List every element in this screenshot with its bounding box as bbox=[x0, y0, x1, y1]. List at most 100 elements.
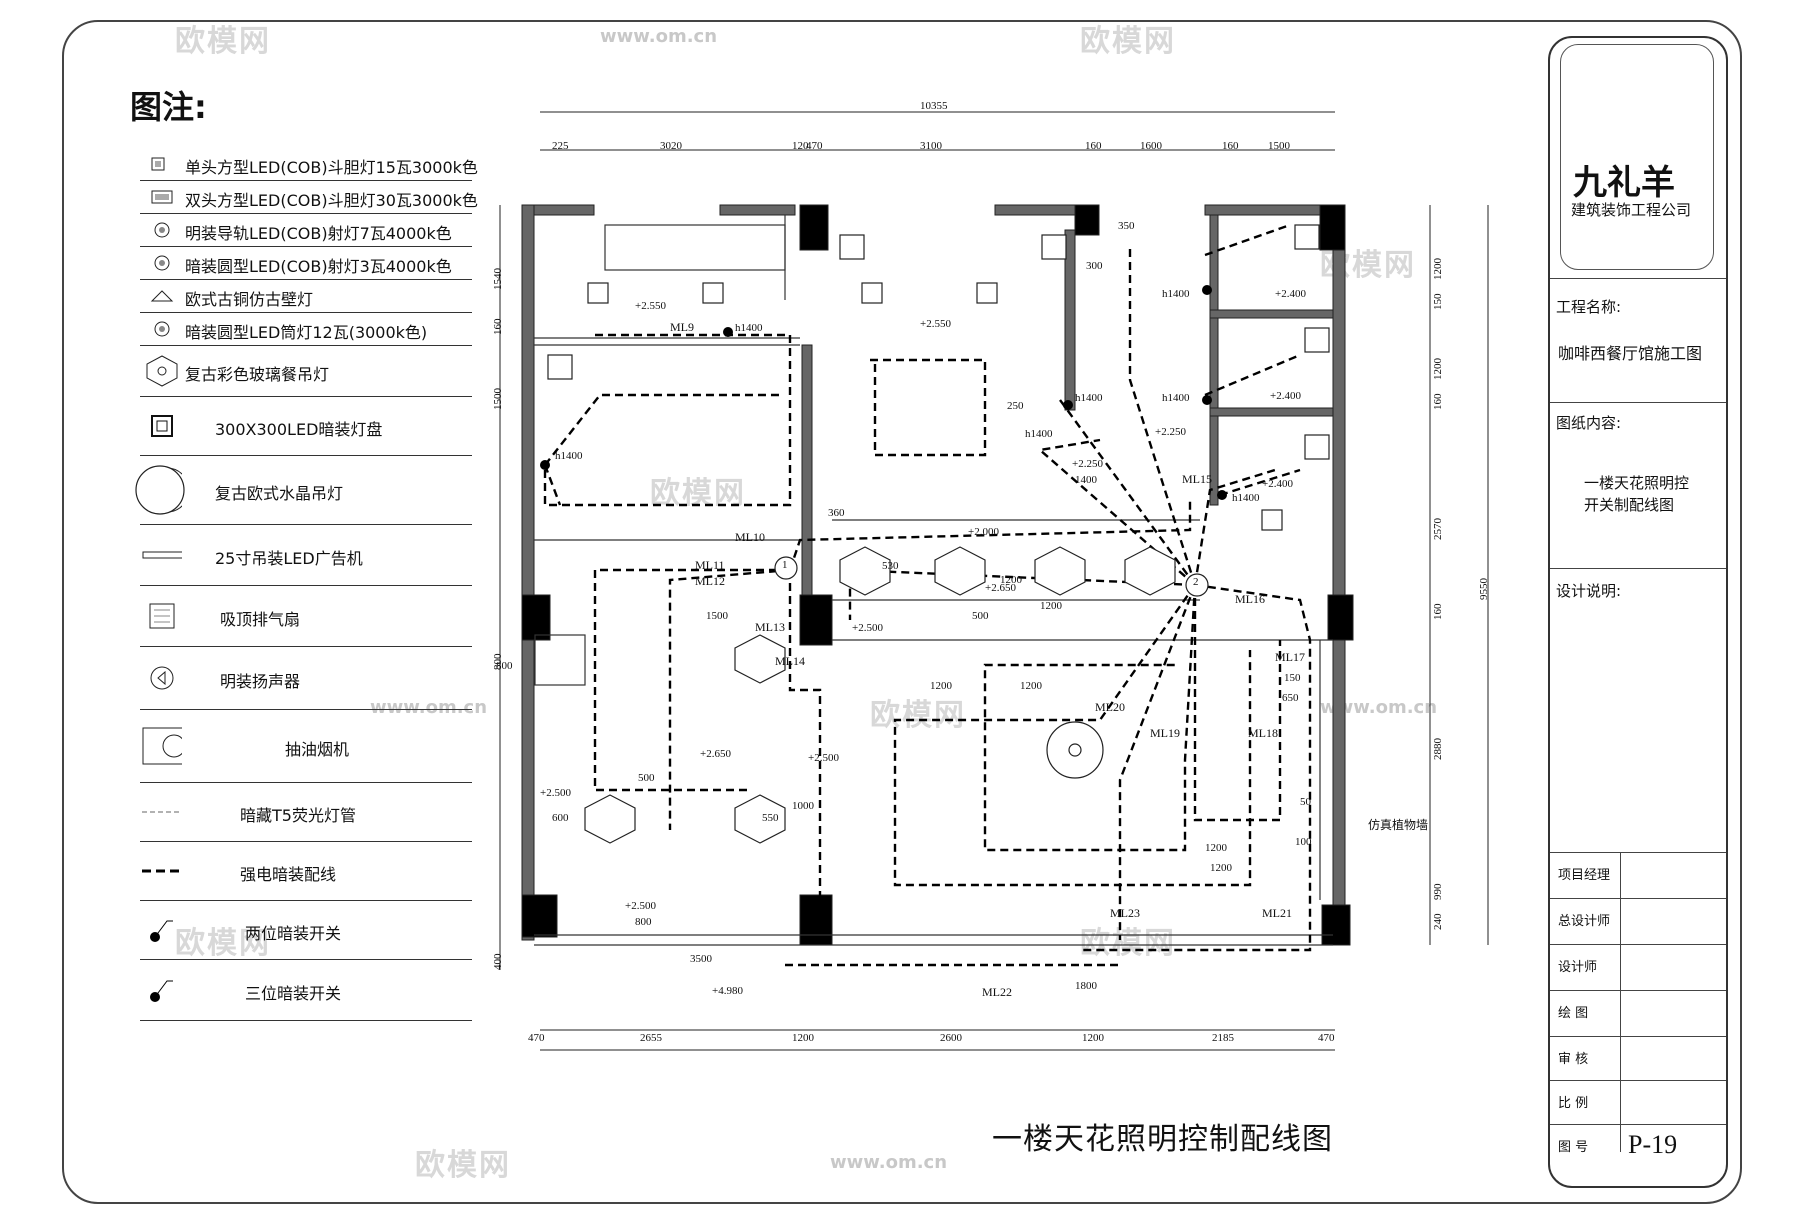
dimension-label: 160 bbox=[492, 318, 504, 336]
height-label: h1400 bbox=[1162, 392, 1190, 404]
circuit-label: ML10 bbox=[735, 530, 765, 544]
legend-label: 300X300LED暗装灯盘 bbox=[215, 420, 383, 439]
dimension-label: 470 bbox=[806, 140, 823, 152]
elevation-label: +4.980 bbox=[712, 985, 743, 997]
circuit-label: ML21 bbox=[1262, 906, 1292, 920]
dimension-label: 1200 bbox=[792, 1032, 814, 1044]
circuit-label: ML14 bbox=[775, 654, 805, 668]
inner-dimension-label: 1200 bbox=[1020, 680, 1042, 692]
dimension-label: 240 bbox=[1432, 913, 1444, 931]
dimension-label: 150 bbox=[1432, 293, 1444, 311]
watermark-url: www.om.cn bbox=[370, 697, 488, 718]
dimension-label: 225 bbox=[552, 140, 569, 152]
table-row-label: 绘 图 bbox=[1558, 1006, 1589, 1021]
table-row-line bbox=[1550, 990, 1726, 991]
legend-title: 图注: bbox=[130, 88, 207, 126]
table-row-label: 比 例 bbox=[1558, 1096, 1589, 1111]
exhaust-fan-icon bbox=[142, 588, 182, 644]
wiring bbox=[543, 223, 1312, 967]
legend-item: 三位暗装开关 bbox=[140, 960, 472, 1021]
watermark: 欧模网 bbox=[175, 24, 271, 59]
circuit-label: ML17 bbox=[1275, 650, 1305, 664]
content-value-line1: 一楼天花照明控 bbox=[1584, 474, 1690, 492]
legend-label: 三位暗装开关 bbox=[245, 984, 342, 1003]
inner-dimension-label: 100 bbox=[1295, 836, 1312, 848]
height-label: h1400 bbox=[735, 322, 763, 334]
inner-dimension-label: 150 bbox=[1284, 672, 1301, 684]
legend-label: 25寸吊装LED广告机 bbox=[215, 549, 363, 568]
circuit-label: ML11 bbox=[695, 558, 725, 572]
inner-dimension-label: 550 bbox=[762, 812, 779, 824]
elevation-label: +2.550 bbox=[920, 318, 951, 330]
dimension-label: 1500 bbox=[492, 388, 504, 410]
elevation-label: +2.650 bbox=[985, 582, 1016, 594]
switch-mark: 1 bbox=[782, 559, 788, 571]
table-column-line bbox=[1620, 852, 1621, 1152]
legend-item: 单头方型LED(COB)斗胆灯15瓦3000k色 bbox=[140, 148, 478, 181]
circuit-label: ML23 bbox=[1110, 906, 1140, 920]
dimension-label: 2655 bbox=[640, 1032, 662, 1044]
height-label: h1400 bbox=[1232, 492, 1260, 504]
dimension-label: 160 bbox=[1432, 603, 1444, 621]
dimension-label: 1200 bbox=[1082, 1032, 1104, 1044]
partition-lines bbox=[534, 215, 1333, 946]
table-row-line bbox=[1550, 898, 1726, 899]
drawing-number: P-19 bbox=[1628, 1130, 1678, 1159]
legend-label: 欧式古铜仿古壁灯 bbox=[185, 290, 314, 309]
glass-pendant-icon bbox=[142, 348, 182, 394]
legend-label: 强电暗装配线 bbox=[240, 865, 337, 884]
legend-item: 欧式古铜仿古壁灯 bbox=[140, 280, 472, 313]
dimension-label: 2600 bbox=[940, 1032, 962, 1044]
design-notes-label: 设计说明: bbox=[1556, 582, 1622, 600]
drawing-frame bbox=[62, 20, 1742, 1204]
dimension-label: 1540 bbox=[492, 268, 504, 290]
legend-item: 300X300LED暗装灯盘 bbox=[140, 397, 472, 456]
inner-dimension-label: 250 bbox=[1007, 400, 1024, 412]
range-hood-icon bbox=[142, 712, 182, 780]
watermark-url: www.om.cn bbox=[600, 26, 718, 47]
led-panel-icon bbox=[142, 399, 182, 453]
project-name: 咖啡西餐厅馆施工图 bbox=[1558, 344, 1703, 363]
watermark-url: www.om.cn bbox=[1320, 697, 1438, 718]
table-row-line bbox=[1550, 1124, 1726, 1125]
track-spotlight-icon bbox=[142, 216, 182, 244]
inner-dimension-label: 1000 bbox=[792, 800, 814, 812]
inner-dimension-label: 300 bbox=[1086, 260, 1103, 272]
round-recessed-spotlight-icon bbox=[142, 249, 182, 277]
plan-title: 一楼天花照明控制配线图 bbox=[992, 1122, 1333, 1157]
title-block: 九礼羊 建筑装饰工程公司 工程名称: 咖啡西餐厅馆施工图 图纸内容: 一楼天花照… bbox=[1548, 36, 1728, 1188]
circuit-label: ML13 bbox=[755, 620, 785, 634]
two-way-switch-icon bbox=[142, 903, 182, 957]
switch-dots bbox=[540, 285, 1227, 500]
inner-dimension-label: 500 bbox=[972, 610, 989, 622]
legend-label: 两位暗装开关 bbox=[245, 924, 342, 943]
inner-dimension-label: 1400 bbox=[1075, 474, 1097, 486]
legend-label: 明装扬声器 bbox=[220, 672, 301, 691]
dimension-label: 9550 bbox=[1478, 578, 1490, 600]
inner-dimension-label: 1200 bbox=[1205, 842, 1227, 854]
inner-dimension-label: 1800 bbox=[1075, 980, 1097, 992]
legend-label: 单头方型LED(COB)斗胆灯15瓦3000k色 bbox=[185, 158, 478, 177]
legend-label: 复古彩色玻璃餐吊灯 bbox=[185, 365, 330, 384]
watermark: 欧模网 bbox=[415, 1148, 511, 1183]
company-name: 九礼羊 bbox=[1573, 163, 1675, 203]
legend-item: 双头方型LED(COB)斗胆灯30瓦3000k色 bbox=[140, 181, 478, 214]
height-label: h1400 bbox=[1025, 428, 1053, 440]
watermark: 欧模网 bbox=[870, 698, 966, 733]
content-label: 图纸内容: bbox=[1556, 414, 1622, 432]
round-led-downlight-icon bbox=[142, 315, 182, 343]
switch-mark: 2 bbox=[1193, 576, 1199, 588]
table-row-label: 总设计师 bbox=[1558, 914, 1611, 929]
elevation-label: +2.500 bbox=[540, 787, 571, 799]
elevation-label: +2.650 bbox=[700, 748, 731, 760]
dimension-label: 2185 bbox=[1212, 1032, 1234, 1044]
dimension-label: 470 bbox=[528, 1032, 545, 1044]
inner-dimension-label: 1500 bbox=[706, 610, 728, 622]
legend-item: 暗装圆型LED筒灯12瓦(3000k色) bbox=[140, 313, 472, 346]
dimension-label: 2880 bbox=[1432, 738, 1444, 760]
circuit-label: ML9 bbox=[670, 320, 694, 334]
single-square-downlight-icon bbox=[142, 150, 182, 178]
circuit-label: ML16 bbox=[1235, 592, 1265, 606]
legend-item: 明装扬声器 bbox=[140, 647, 472, 710]
dimension-label: 160 bbox=[1085, 140, 1102, 152]
